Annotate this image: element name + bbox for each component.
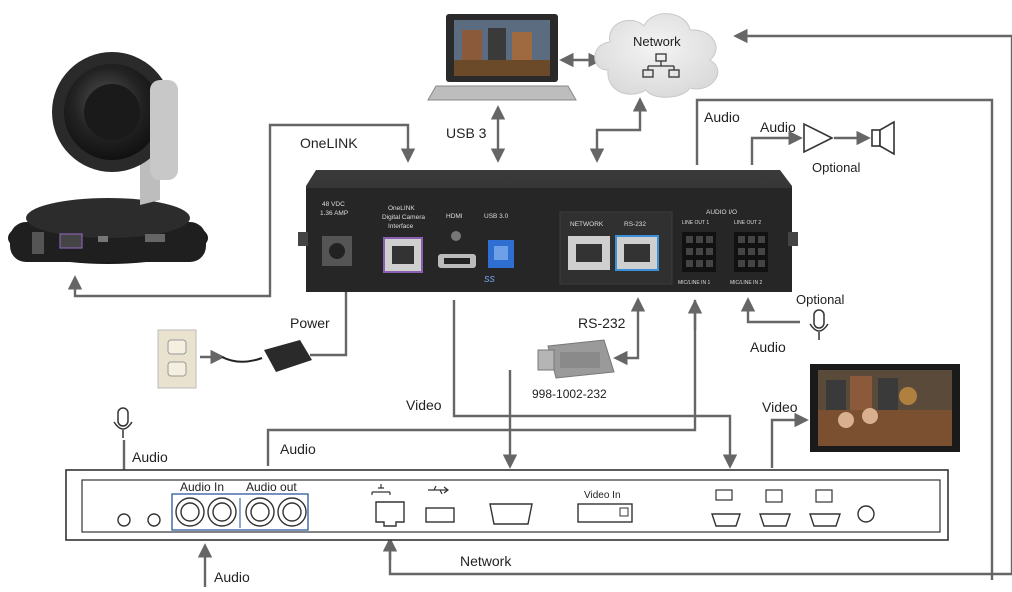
onelink-interface-box: 48 VDC 1.36 AMP OneLINK Digital Camera I… — [298, 170, 798, 292]
box-usb-label: USB 3.0 — [484, 213, 509, 220]
lineout-codec-wire — [266, 300, 697, 466]
codec-round-jack — [857, 505, 875, 523]
codec-jack-1 — [117, 513, 131, 527]
box-rs232-label: RS-232 — [624, 221, 646, 228]
codec-audio-out-label: Audio out — [246, 480, 297, 494]
ptz-camera — [8, 52, 208, 264]
codec-video-in-label: Video In — [584, 490, 621, 501]
box-network-label: NETWORK — [570, 221, 604, 228]
codec-rear-panel: Audio In Audio out Video In — [65, 469, 949, 541]
power-wire — [310, 267, 354, 357]
box-line-out-2: LINE OUT 2 — [734, 220, 761, 226]
wires — [67, 28, 1012, 587]
box-network-wire — [589, 97, 648, 163]
label-audio-codec: Audio — [280, 441, 316, 457]
amplifier-icon — [803, 122, 834, 154]
label-audio-top: Audio — [704, 109, 740, 125]
box-mic-line-2: MIC/LINE IN 2 — [730, 280, 762, 286]
label-video-left: Video — [406, 397, 442, 413]
label-video-right: Video — [762, 399, 798, 415]
codec-serial-port — [489, 503, 533, 525]
codec-network-port — [371, 484, 405, 527]
box-onelink-label-1: OneLINK — [388, 205, 415, 212]
codec-audio-in-label: Audio In — [180, 480, 224, 494]
label-audio-amp: Audio — [760, 119, 796, 135]
label-optional-mic: Optional — [796, 292, 845, 307]
label-audio-mic: Audio — [750, 339, 786, 355]
box-mic-line-1: MIC/LINE IN 1 — [678, 280, 710, 286]
audio-top-wire — [695, 98, 994, 580]
codec-jack-2 — [147, 513, 161, 527]
label-network-bottom: Network — [460, 553, 512, 569]
codec-usb-port — [425, 485, 455, 523]
laptop — [427, 14, 577, 101]
label-usb3: USB 3 — [446, 125, 487, 141]
network-cloud-label: Network — [633, 34, 681, 49]
box-power-label-2: 1.36 AMP — [320, 210, 348, 217]
power-supply-icon — [221, 340, 312, 372]
superspeed-logo: SS — [484, 275, 495, 284]
audio-amp-wire — [750, 130, 803, 165]
video-hdmi-wire — [452, 300, 738, 469]
codec-hdmi-ports — [711, 489, 841, 527]
box-power-label-1: 48 VDC — [322, 201, 345, 208]
rs232-wire — [613, 297, 646, 366]
box-line-out-1: LINE OUT 1 — [682, 220, 709, 226]
label-onelink: OneLINK — [300, 135, 358, 151]
codec-video-in-port: Video In — [577, 490, 633, 523]
label-optional-speaker: Optional — [812, 160, 861, 175]
label-power: Power — [290, 315, 330, 331]
rs232-adapter-icon — [537, 339, 615, 379]
video-monitor-wire — [770, 412, 809, 468]
audio-jack-group — [171, 493, 309, 531]
box-audio-io-label: AUDIO I/O — [706, 209, 737, 216]
microphone-icon-right — [809, 309, 829, 340]
box-onelink-label-3: Interface — [388, 223, 414, 230]
label-audio-bottom: Audio — [214, 569, 250, 585]
onelink-wire — [67, 123, 416, 298]
network-loop-wire — [733, 28, 1012, 576]
label-audio-left-mic: Audio — [132, 449, 168, 465]
label-rs232: RS-232 — [578, 315, 626, 331]
network-cloud: Network — [594, 13, 719, 98]
mic-audio-wire — [740, 297, 800, 324]
label-adapter-part: 998-1002-232 — [532, 387, 607, 401]
speaker-icon — [871, 120, 895, 156]
wall-outlet-icon — [157, 329, 197, 389]
microphone-icon-left — [113, 407, 133, 438]
box-onelink-label-2: Digital Camera — [382, 214, 425, 221]
display-monitor — [810, 364, 960, 452]
box-hdmi-label: HDMI — [446, 213, 463, 220]
diagram-labels: OneLINK USB 3 Audio Audio Optional Optio… — [132, 109, 861, 585]
